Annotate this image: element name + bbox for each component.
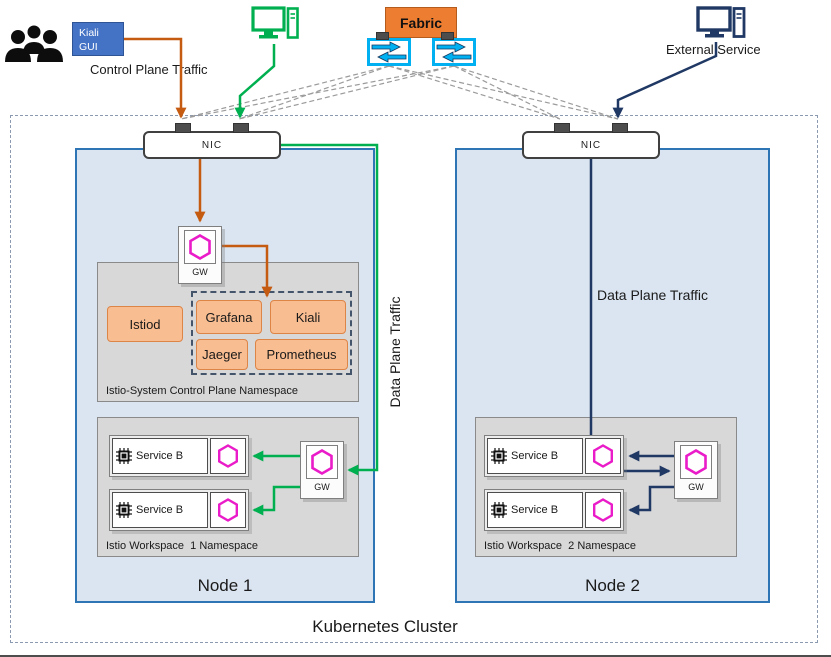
control-plane-traffic-label: Control Plane Traffic [90,62,208,77]
users-icon [4,24,64,66]
prometheus-label: Prometheus [266,347,337,362]
gateway-hexagon-icon [306,445,338,479]
service-b-box: Service B [487,492,583,528]
service-row: Service B [109,489,249,531]
external-computer-icon [696,6,746,44]
gateway-hexagon-icon [680,445,712,479]
service-b-label: Service B [136,504,184,516]
service-row: Service B [484,435,624,477]
jaeger-box: Jaeger [196,339,248,370]
gw-label: GW [688,482,704,492]
prometheus-box: Prometheus [255,339,348,370]
switch-arrows-icon [436,41,472,63]
service-chip-icon [491,448,507,464]
kiali-gui-label: Kiali GUI [79,27,99,54]
control-plane-namespace-label: Istio-System Control Plane Namespace [106,385,298,397]
data-plane-traffic-label-node-2: Data Plane Traffic [597,287,709,303]
nic-port-icon [233,123,249,133]
nic-2-label: NIC [580,139,602,151]
sidecar-hexagon-icon [210,438,246,474]
nic-port-icon [554,123,570,133]
nic-node-2: NIC [522,123,660,159]
nic-port-icon [612,123,628,133]
istiod-label: Istiod [129,316,161,332]
service-b-label: Service B [511,450,559,462]
service-b-label: Service B [511,504,559,516]
fabric-links [180,65,619,120]
workspace-1-namespace-label: Istio Workspace 1 Namespace [106,540,259,552]
switch-arrows-icon [371,41,407,63]
service-row: Service B [484,489,624,531]
service-b-box: Service B [112,438,208,474]
ingress-gateway-node-1: GW [178,226,222,284]
node-1-label: Node 1 [197,576,253,595]
service-chip-icon [116,448,132,464]
arrow-kiali-to-nic [124,37,187,119]
jaeger-label: Jaeger [202,347,242,362]
kubernetes-cluster-label: Kubernetes Cluster [312,617,458,636]
service-b-box: Service B [112,492,208,528]
node-2-label: Node 2 [585,576,640,595]
service-chip-icon [116,502,132,518]
gw-label: GW [192,267,208,277]
grafana-box: Grafana [196,300,262,334]
client-computer-icon [251,6,299,48]
istiod-box: Istiod [107,306,183,342]
gw-label: GW [314,482,330,492]
network-switch-1 [367,32,411,66]
external-service-label: External Service [666,42,761,57]
nic-node-1: NIC [143,123,281,159]
fabric-box: Fabric [385,7,457,38]
grafana-label: Grafana [205,309,253,325]
nic-port-icon [175,123,191,133]
workspace-2-namespace-label: Istio Workspace 2 Namespace [484,540,637,552]
arrow-client-to-nic [234,44,276,119]
sidecar-hexagon-icon [585,492,621,528]
kiali-box: Kiali [270,300,346,334]
service-b-label: Service B [136,450,184,462]
switch-port [441,32,454,40]
kiali-label: Kiali [295,309,321,325]
switch-port [376,32,389,40]
sidecar-hexagon-icon [585,438,621,474]
service-b-box: Service B [487,438,583,474]
fabric-label: Fabric [399,14,442,31]
kiali-gui-box: Kiali GUI [72,22,124,56]
workspace-gateway-node-1: GW [300,441,344,499]
nic-1-label: NIC [201,139,223,151]
service-row: Service B [109,435,249,477]
gateway-hexagon-icon [184,230,216,264]
service-chip-icon [491,502,507,518]
sidecar-hexagon-icon [210,492,246,528]
workspace-gateway-node-2: GW [674,441,718,499]
network-switch-2 [432,32,476,66]
data-plane-traffic-vertical-label: Data Plane Traffic [387,296,403,408]
